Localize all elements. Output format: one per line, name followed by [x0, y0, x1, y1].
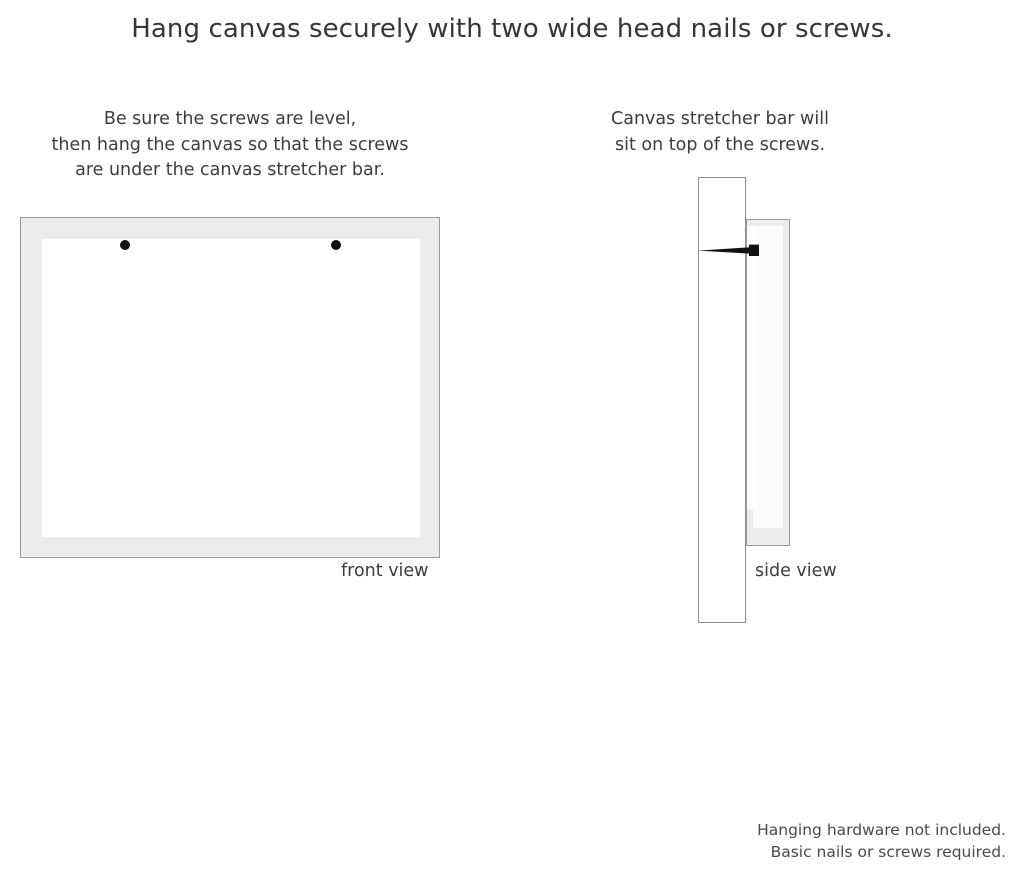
front-view-caption: Be sure the screws are level, then hang … [20, 107, 440, 184]
stretcher-bar-inner-face [753, 226, 783, 528]
disclaimer-note: Hanging hardware not included. Basic nai… [757, 819, 1006, 863]
side-view-caption-line-2: sit on top of the screws. [614, 134, 826, 155]
side-view-illustration [690, 170, 810, 630]
side-view-label: side view [755, 561, 837, 581]
disclaimer-line-1: Hanging hardware not included. [757, 821, 1006, 839]
screw-dot-right-icon [331, 240, 341, 250]
front-view-label: front view [341, 561, 429, 581]
screw-side-icon [698, 242, 761, 258]
front-view-caption-line-2: then hang the canvas so that the screws [51, 134, 409, 155]
front-view-caption-line-1: Be sure the screws are level, [103, 109, 357, 129]
disclaimer-line-2: Basic nails or screws required. [770, 843, 1006, 861]
stretcher-bar-notch [747, 226, 756, 509]
screw-dot-left-icon [120, 240, 130, 250]
front-view-caption-line-3: are under the canvas stretcher bar. [75, 160, 385, 180]
front-view-illustration [20, 217, 440, 558]
side-view-caption: Canvas stretcher bar will sit on top of … [585, 107, 855, 158]
page-title: Hang canvas securely with two wide head … [131, 14, 893, 44]
side-view-caption-line-1: Canvas stretcher bar will [611, 109, 829, 129]
canvas-mat-front [42, 239, 420, 537]
